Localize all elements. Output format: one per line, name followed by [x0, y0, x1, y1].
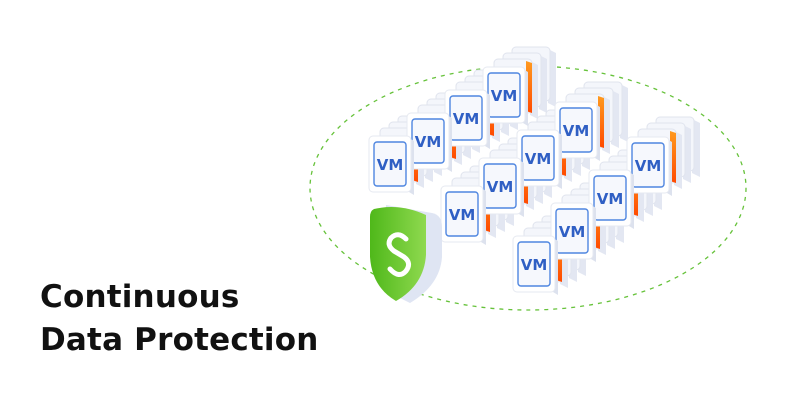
vm-label: VM [521, 256, 548, 274]
vm-stack: VM [516, 129, 562, 189]
vm-stack: VM [440, 185, 486, 245]
vm-label: VM [563, 122, 590, 140]
vm-stack: VM [368, 135, 414, 195]
vm-label: VM [453, 110, 480, 128]
vm-stack: VM [588, 169, 634, 229]
vm-stack: VM [626, 136, 672, 196]
vm-label: VM [415, 133, 442, 151]
vm-label: VM [559, 223, 586, 241]
vm-label: VM [487, 178, 514, 196]
vm-grid: VM VM VM VM VM VM VM VM VM VM VM VM [368, 66, 672, 295]
vm-label: VM [525, 150, 552, 168]
vm-label: VM [377, 156, 404, 174]
vm-label: VM [491, 87, 518, 105]
vm-stack: VM [554, 101, 600, 161]
vm-label: VM [635, 157, 662, 175]
vm-stack: VM [444, 89, 490, 149]
dashed-boundary-ellipse [309, 65, 747, 311]
title-line-2: Data Protection [40, 322, 319, 358]
page-title: Continuous Data Protection [40, 276, 319, 362]
shield-icon [370, 205, 442, 303]
title-line-1: Continuous [40, 279, 240, 315]
vm-stack: VM [482, 66, 528, 126]
vm-label: VM [597, 190, 624, 208]
vm-label: VM [449, 206, 476, 224]
vm-stack: VM [512, 235, 558, 295]
vm-stack: VM [550, 202, 596, 262]
vm-stack: VM [478, 157, 524, 217]
vm-stack: VM [406, 112, 452, 172]
